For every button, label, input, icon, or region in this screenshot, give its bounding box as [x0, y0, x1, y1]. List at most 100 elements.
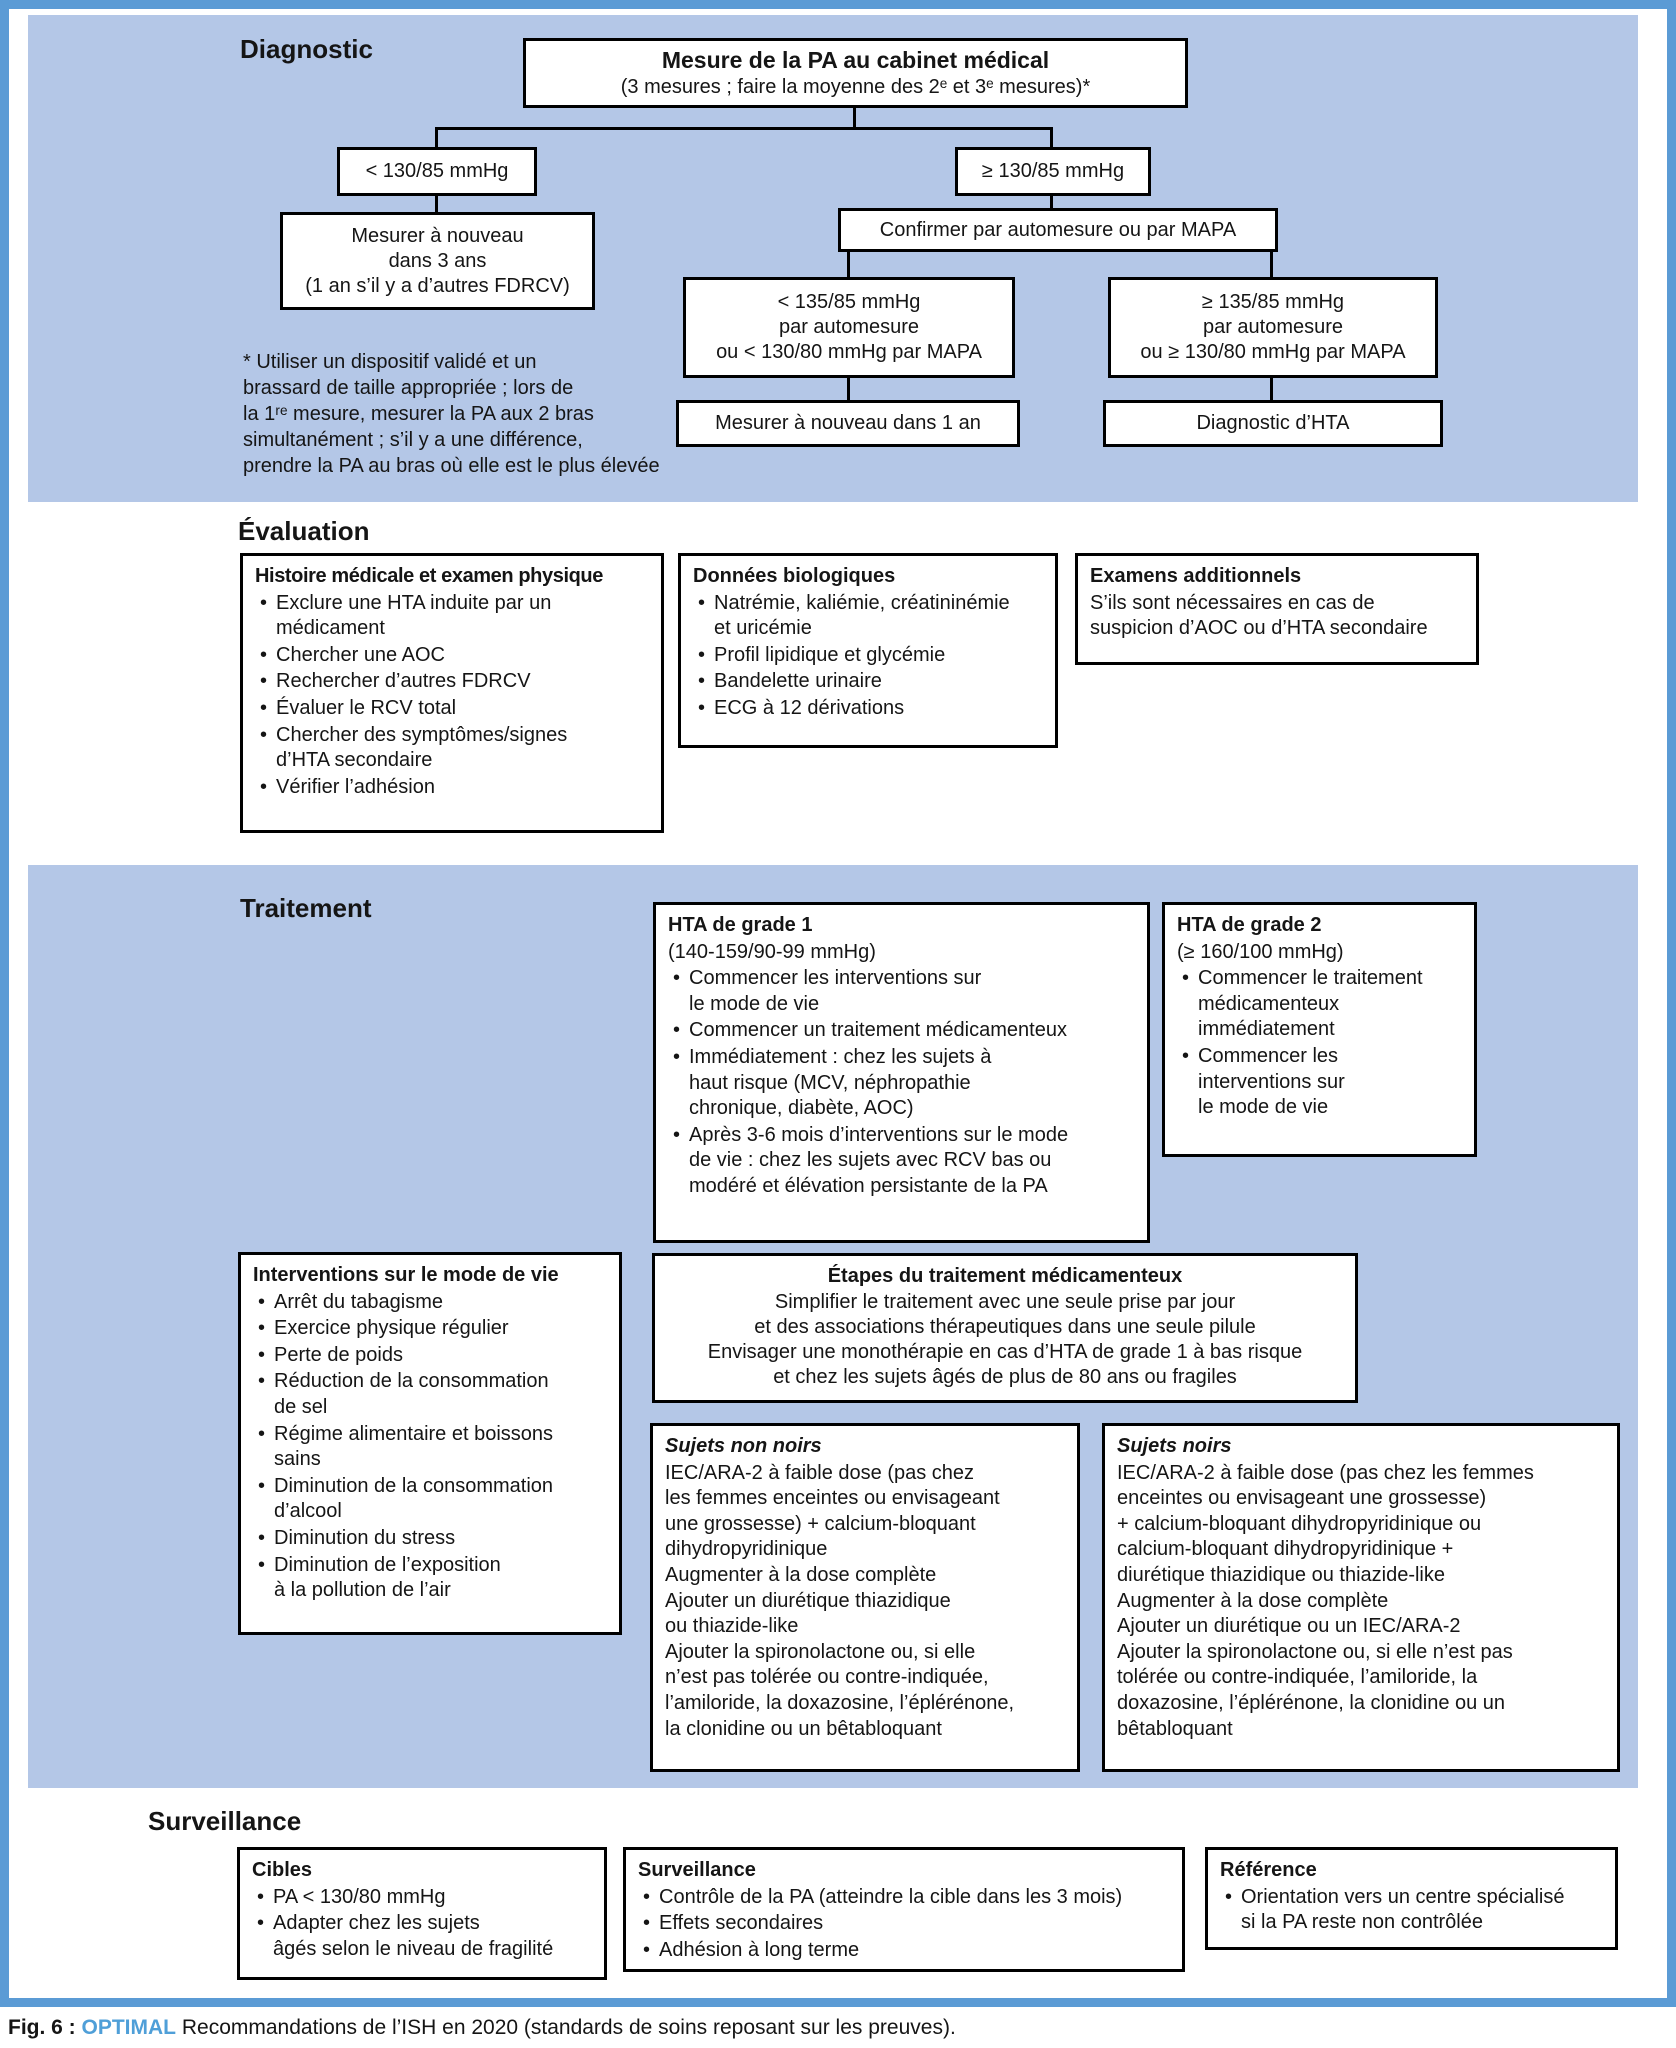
list-item: Immédiatement : chez les sujets à haut r… [668, 1045, 1135, 1122]
list-item: Adapter chez les sujets âgés selon le ni… [252, 1911, 592, 1962]
node-confirm-low: < 135/85 mmHg par automesure ou < 130/80… [683, 277, 1015, 378]
biological-data-title: Données biologiques [693, 565, 896, 587]
history-exam-list: Exclure une HTA induite par un médicamen… [255, 591, 649, 801]
referral-list: Orientation vers un centre spécialisé si… [1220, 1885, 1603, 1936]
connector-low-action [847, 378, 850, 400]
connector-left-down [435, 129, 438, 147]
grade2-range: (≥ 160/100 mmHg) [1177, 940, 1344, 963]
grade1-list: Commencer les interventions sur le mode … [668, 966, 1135, 1199]
list-item: Arrêt du tabagisme [253, 1290, 607, 1316]
black-steps-list: IEC/ARA-2 à faible dose (pas chez les fe… [1117, 1461, 1605, 1743]
node-remeasure-3-years: Mesurer à nouveau dans 3 ans (1 an s’il … [280, 212, 595, 310]
node-above-threshold: ≥ 130/85 mmHg [955, 147, 1151, 196]
grade1-box: HTA de grade 1 (140-159/90-99 mmHg) Comm… [653, 902, 1150, 1243]
biological-data-list: Natrémie, kaliémie, créatininémie et uri… [693, 591, 1043, 722]
list-item: Exercice physique régulier [253, 1316, 607, 1342]
referral-box: Référence Orientation vers un centre spé… [1205, 1847, 1618, 1950]
caption-text: Recommandations de l’ISH en 2020 (standa… [181, 2016, 956, 2039]
connector-branch-hline [435, 127, 1053, 130]
list-item: Après 3-6 mois d’interventions sur le mo… [668, 1123, 1135, 1200]
measurement-footnote: * Utiliser un dispositif validé et un br… [243, 351, 660, 477]
list-item: Contrôle de la PA (atteindre la cible da… [638, 1885, 1170, 1911]
connector-right-down [1050, 129, 1053, 147]
node-confirm-high: ≥ 135/85 mmHg par automesure ou ≥ 130/80… [1108, 277, 1438, 378]
list-item: IEC/ARA-2 à faible dose (pas chez les fe… [665, 1461, 1000, 1561]
lifestyle-list: Arrêt du tabagismeExercice physique régu… [253, 1290, 607, 1604]
monitoring-title: Surveillance [638, 1859, 756, 1881]
monitoring-box: Surveillance Contrôle de la PA (atteindr… [623, 1847, 1185, 1972]
additional-exams-title: Examens additionnels [1090, 565, 1302, 587]
lifestyle-box: Interventions sur le mode de vie Arrêt d… [238, 1252, 622, 1635]
connector-high-action [1270, 378, 1273, 400]
node-confirm-ambulatory: Confirmer par automesure ou par MAPA [838, 208, 1278, 252]
list-item: Diminution de la consommation d’alcool [253, 1474, 607, 1525]
history-exam-title: Histoire médicale et examen physique [255, 565, 603, 587]
list-item: Ajouter la spironolactone ou, si elle n’… [665, 1640, 1015, 1740]
list-item: Ajouter un diurétique ou un IEC/ARA-2 [1117, 1615, 1461, 1638]
targets-title: Cibles [252, 1859, 313, 1881]
diagnostic-heading: Diagnostic [240, 34, 373, 64]
caption-highlight: OPTIMAL [81, 2016, 177, 2039]
connector-confirm-high [1270, 252, 1273, 277]
monitoring-list: Contrôle de la PA (atteindre la cible da… [638, 1885, 1170, 1964]
list-item: Perte de poids [253, 1343, 607, 1369]
list-item: Exclure une HTA induite par un médicamen… [255, 591, 649, 642]
connector-confirm-low [847, 252, 850, 277]
drug-steps-box: Étapes du traitement médicamenteux Simpl… [652, 1253, 1358, 1403]
list-item: Ajouter la spironolactone ou, si elle n’… [1117, 1640, 1513, 1740]
list-item: Commencer les interventions sur le mode … [668, 966, 1135, 1017]
figure-caption: Fig. 6 : OPTIMAL Recommandations de l’IS… [8, 2016, 1608, 2040]
list-item: Adhésion à long terme [638, 1938, 1170, 1964]
history-exam-box: Histoire médicale et examen physique Exc… [240, 553, 664, 833]
connector-right-confirm [1050, 196, 1053, 208]
biological-data-box: Données biologiques Natrémie, kaliémie, … [678, 553, 1058, 748]
list-item: Bandelette urinaire [693, 669, 1043, 695]
non-black-subjects-title: Sujets non noirs [665, 1435, 822, 1457]
list-item: Commencer les interventions sur le mode … [1177, 1044, 1462, 1121]
list-item: Effets secondaires [638, 1911, 1170, 1937]
list-item: Chercher une AOC [255, 643, 649, 669]
grade2-list: Commencer le traitement médicamenteux im… [1177, 966, 1462, 1121]
list-item: Vérifier l’adhésion [255, 775, 649, 801]
drug-steps-lines: Simplifier le traitement avec une seule … [707, 1291, 1303, 1388]
list-item: Rechercher d’autres FDRCV [255, 669, 649, 695]
list-item: Diminution du stress [253, 1526, 607, 1552]
list-item: Réduction de la consommation de sel [253, 1369, 607, 1420]
connector-left-action [435, 196, 438, 212]
additional-exams-box: Examens additionnels S’ils sont nécessai… [1075, 553, 1479, 665]
targets-box: Cibles PA < 130/80 mmHgAdapter chez les … [237, 1847, 607, 1980]
targets-list: PA < 130/80 mmHgAdapter chez les sujets … [252, 1885, 592, 1963]
traitement-heading: Traitement [240, 893, 372, 923]
referral-title: Référence [1220, 1859, 1317, 1881]
node-below-threshold: < 130/85 mmHg [337, 147, 537, 196]
black-subjects-box: Sujets noirs IEC/ARA-2 à faible dose (pa… [1102, 1423, 1620, 1772]
list-item: Commencer le traitement médicamenteux im… [1177, 966, 1462, 1043]
node-hta-diagnosis: Diagnostic d’HTA [1103, 400, 1443, 447]
list-item: Régime alimentaire et boissons sains [253, 1422, 607, 1473]
non-black-steps-list: IEC/ARA-2 à faible dose (pas chez les fe… [665, 1461, 1065, 1743]
node-office-bp-title: Mesure de la PA au cabinet médical [661, 46, 1050, 73]
evaluation-heading: Évaluation [238, 516, 370, 546]
non-black-subjects-box: Sujets non noirs IEC/ARA-2 à faible dose… [650, 1423, 1080, 1772]
list-item: Chercher des symptômes/signes d’HTA seco… [255, 723, 649, 774]
list-item: Diminution de l’exposition à la pollutio… [253, 1553, 607, 1604]
grade1-title: HTA de grade 1 [668, 914, 813, 936]
list-item: Ajouter un diurétique thiazidique ou thi… [665, 1589, 951, 1638]
list-item: Augmenter à la dose complète [1117, 1589, 1389, 1612]
additional-exams-text: S’ils sont nécessaires en cas de suspici… [1090, 591, 1428, 640]
list-item: Profil lipidique et glycémie [693, 643, 1043, 669]
grade2-box: HTA de grade 2 (≥ 160/100 mmHg) Commence… [1162, 902, 1477, 1157]
list-item: ECG à 12 dérivations [693, 696, 1043, 722]
list-item: Commencer un traitement médicamenteux [668, 1018, 1135, 1044]
surveillance-heading: Surveillance [148, 1806, 302, 1836]
node-office-bp-subtitle: (3 mesures ; faire la moyenne des 2ᵉ et … [620, 76, 1091, 99]
list-item: Évaluer le RCV total [255, 696, 649, 722]
black-subjects-title: Sujets noirs [1117, 1435, 1232, 1457]
list-item: Orientation vers un centre spécialisé si… [1220, 1885, 1603, 1936]
grade1-range: (140-159/90-99 mmHg) [668, 940, 876, 963]
drug-steps-title: Étapes du traitement médicamenteux [827, 1265, 1183, 1287]
grade2-title: HTA de grade 2 [1177, 914, 1322, 936]
lifestyle-title: Interventions sur le mode de vie [253, 1264, 559, 1286]
connector-root-stub [853, 108, 856, 128]
